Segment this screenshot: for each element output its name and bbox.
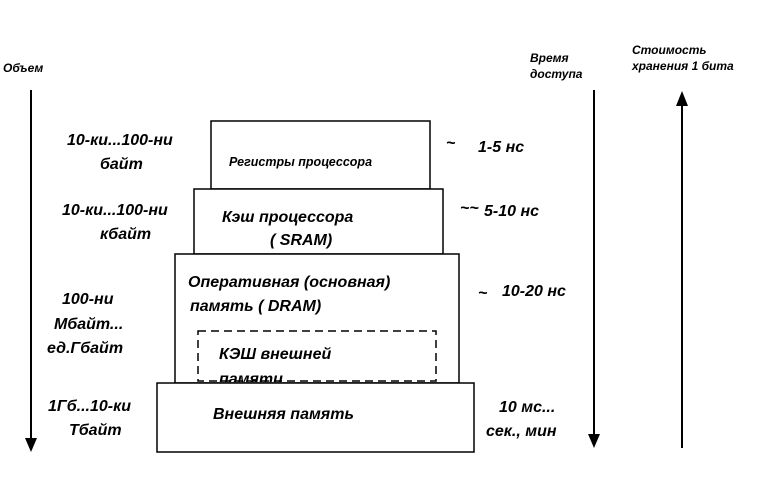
level-cpu-cache: Кэш процессора ( SRAM) 10-ки...100-ни кб… xyxy=(62,188,539,255)
access-time-label-line2: доступа xyxy=(530,67,583,81)
cpu-cache-tilde: ~~ xyxy=(460,200,479,217)
registers-tilde: ~ xyxy=(446,135,456,152)
ext-cache-box xyxy=(197,330,437,382)
ram-tilde: ~ xyxy=(478,285,488,302)
level-registers: Регистры процессора 10-ки...100-ни байт … xyxy=(67,120,524,190)
ram-size-line3: ед.Гбайт xyxy=(47,340,123,357)
level-external: Внешняя память 1Гб...10-ки Тбайт 10 мс..… xyxy=(48,382,557,453)
cpu-cache-time: 5-10 нс xyxy=(484,203,539,220)
access-time-axis: Время доступа xyxy=(530,51,600,448)
cost-label-line2: хранения 1 бита xyxy=(631,59,734,73)
external-time-line2: сек., мин xyxy=(486,423,557,440)
arrow-up-icon xyxy=(676,91,688,106)
registers-size-line2: байт xyxy=(100,156,143,173)
cpu-cache-size-line1: 10-ки...100-ни xyxy=(62,202,168,219)
access-time-label-line1: Время xyxy=(530,51,569,65)
cpu-cache-label-line1: Кэш процессора xyxy=(222,209,353,226)
external-time-line1: 10 мс... xyxy=(499,399,555,416)
level-ram: Оперативная (основная) память ( DRAM) 10… xyxy=(47,253,566,388)
external-size-line1: 1Гб...10-ки xyxy=(48,398,131,415)
ram-size-line1: 100-ни xyxy=(62,291,114,308)
ram-time: 10-20 нс xyxy=(502,283,566,300)
external-memory-box xyxy=(156,382,475,453)
arrow-down-icon xyxy=(588,434,600,448)
external-size-line2: Тбайт xyxy=(69,422,122,439)
registers-size-line1: 10-ки...100-ни xyxy=(67,132,173,149)
cpu-cache-size-line2: кбайт xyxy=(100,226,151,243)
cost-axis: Стоимость хранения 1 бита xyxy=(631,43,734,448)
cpu-cache-box xyxy=(193,188,444,255)
ram-box xyxy=(174,253,460,384)
cpu-cache-label-line2: ( SRAM) xyxy=(270,232,332,249)
ram-size-line2: Мбайт... xyxy=(54,316,123,333)
cost-label-line1: Стоимость xyxy=(632,43,707,57)
external-memory-label: Внешняя память xyxy=(213,406,354,423)
registers-time: 1-5 нс xyxy=(478,139,524,156)
ext-cache-label-line2: памяти xyxy=(219,371,283,388)
registers-label: Регистры процессора xyxy=(229,155,372,169)
volume-axis: Объем xyxy=(3,61,43,452)
ram-label-line2: память ( DRAM) xyxy=(190,298,321,315)
ram-label-line1: Оперативная (основная) xyxy=(188,274,390,291)
volume-axis-label: Объем xyxy=(3,61,43,75)
ext-cache-label-line1: КЭШ внешней xyxy=(219,346,331,363)
arrow-down-icon xyxy=(25,438,37,452)
registers-box xyxy=(210,120,431,190)
